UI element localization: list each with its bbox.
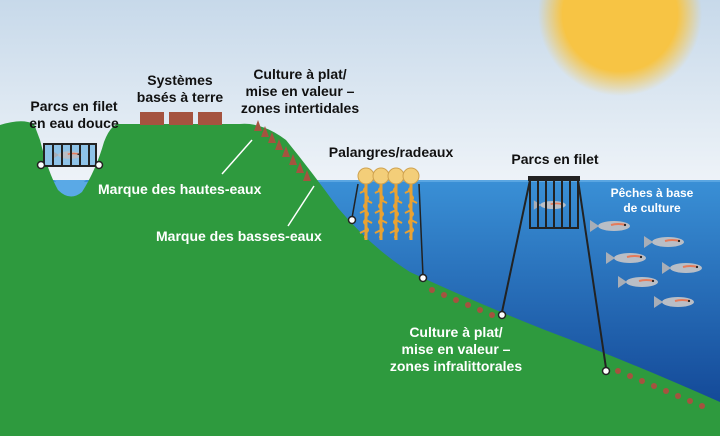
longline-raft	[347, 167, 428, 283]
intertidal-shells	[254, 120, 311, 181]
high-water-label: Marque des hautes-eaux	[98, 181, 262, 197]
land-mass	[0, 121, 720, 436]
low-water-pointer	[287, 185, 315, 227]
intertidal-label: Culture à plat/mise en valeur –zones int…	[240, 66, 360, 116]
low-water-label: Marque des basses-eaux	[156, 228, 322, 244]
longlines-label: Palangres/radeaux	[328, 144, 454, 160]
subtidal-label: Culture à plat/mise en valeur –zones inf…	[389, 324, 523, 374]
net-pens-label: Parcs en filet	[511, 151, 599, 167]
freshwater-cage	[36, 143, 104, 170]
high-water-pointer	[221, 139, 253, 175]
sea-net-pen	[497, 176, 611, 376]
land-tanks	[140, 112, 222, 125]
sun	[538, 0, 702, 96]
subtidal-shells	[429, 287, 705, 409]
